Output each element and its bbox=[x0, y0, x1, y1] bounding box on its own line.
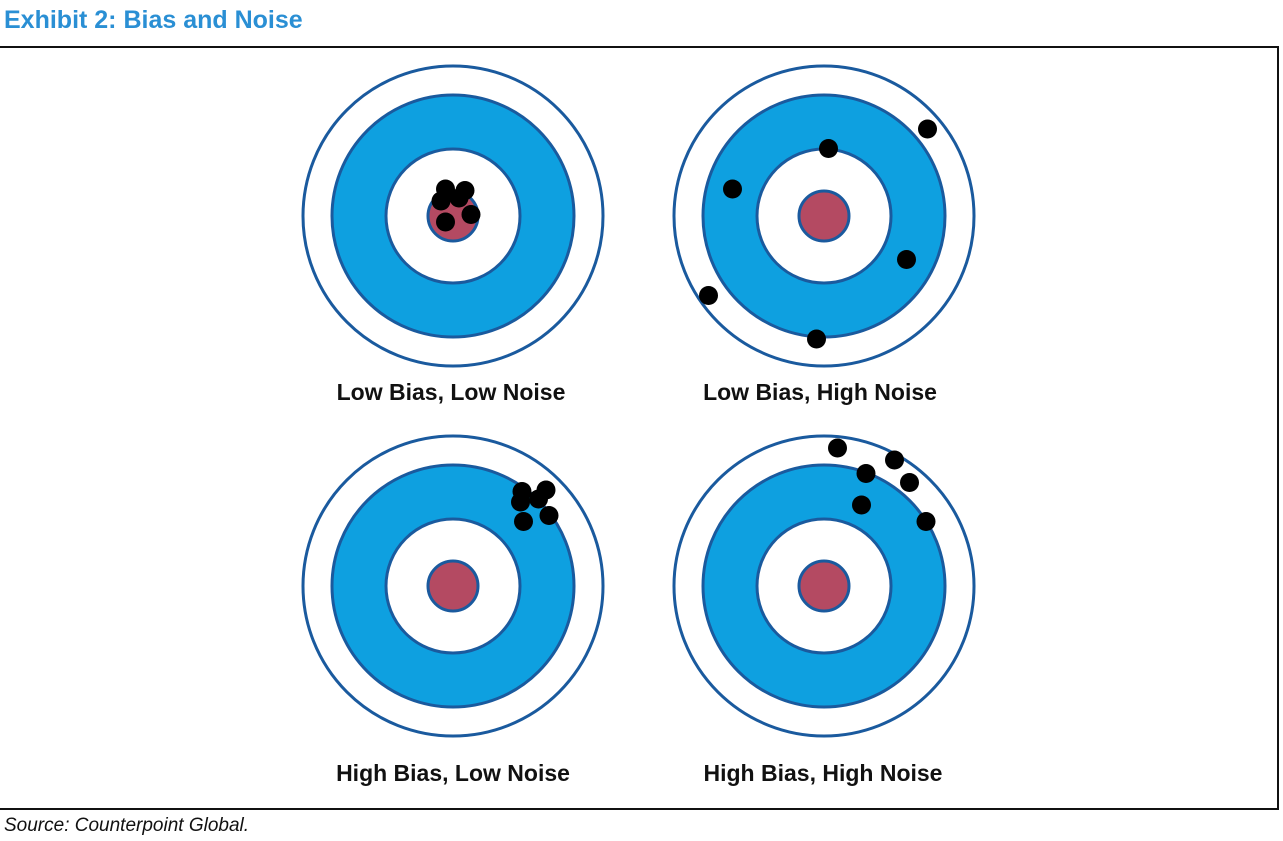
target-label: High Bias, High Noise bbox=[704, 760, 943, 786]
shot-mark bbox=[856, 464, 876, 483]
shot-mark bbox=[431, 191, 451, 211]
source-note: Source: Counterpoint Global. bbox=[4, 815, 250, 836]
shot-mark bbox=[819, 139, 838, 158]
target-4: High Bias, High Noise bbox=[672, 434, 976, 786]
target-label: Low Bias, Low Noise bbox=[337, 379, 566, 405]
shot-mark bbox=[699, 286, 718, 305]
figure-frame bbox=[0, 46, 1279, 810]
exhibit-title: Exhibit 2: Bias and Noise bbox=[4, 6, 303, 34]
shot-mark bbox=[723, 179, 742, 199]
target-3: High Bias, Low Noise bbox=[301, 434, 605, 786]
target-label: High Bias, Low Noise bbox=[336, 760, 570, 786]
target-2: Low Bias, High Noise bbox=[672, 64, 976, 405]
shot-mark bbox=[436, 212, 455, 232]
bullseye bbox=[426, 559, 480, 613]
shot-mark bbox=[885, 450, 904, 470]
target-1: Low Bias, Low Noise bbox=[301, 64, 605, 405]
shot-mark bbox=[514, 512, 533, 531]
shot-mark bbox=[916, 512, 936, 531]
bullseye bbox=[797, 559, 851, 613]
shot-mark bbox=[529, 489, 548, 509]
shot-mark bbox=[807, 329, 826, 349]
shot-mark bbox=[852, 495, 871, 515]
shot-mark bbox=[511, 492, 530, 512]
shot-mark bbox=[539, 506, 559, 525]
target-label: Low Bias, High Noise bbox=[703, 379, 937, 405]
bullseye bbox=[797, 189, 851, 243]
shot-mark bbox=[461, 205, 481, 224]
shot-mark bbox=[828, 438, 847, 458]
shot-mark bbox=[449, 188, 469, 208]
shot-mark bbox=[900, 473, 919, 492]
shot-mark bbox=[897, 250, 916, 269]
shot-mark bbox=[918, 119, 937, 139]
